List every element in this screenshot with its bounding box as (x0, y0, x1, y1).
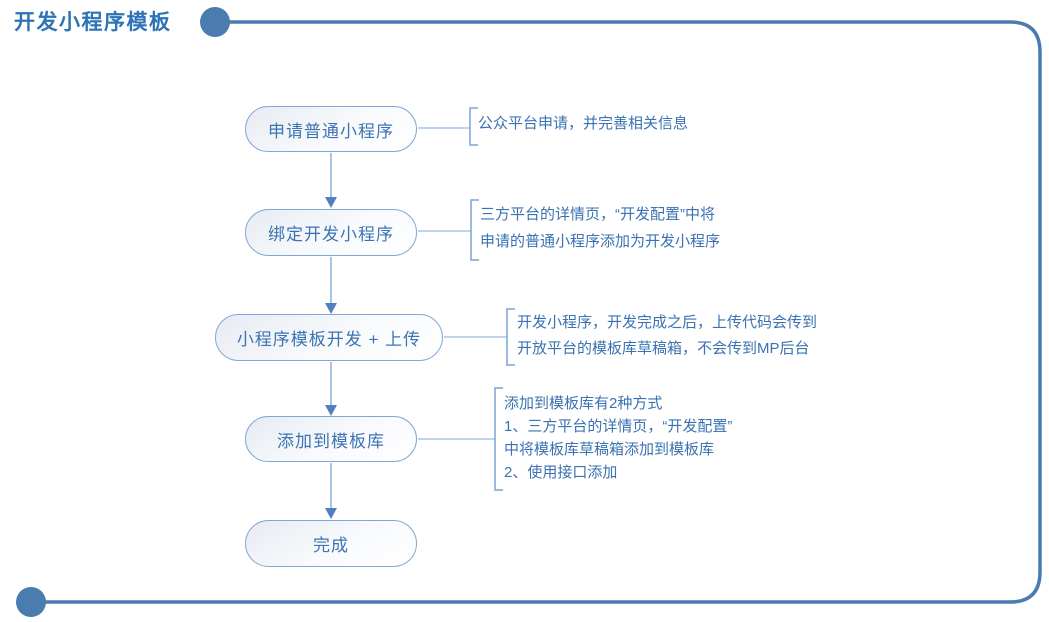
note-bracket (506, 308, 515, 366)
node-label: 申请普通小程序 (268, 121, 394, 141)
arrow-head (325, 508, 337, 519)
note-bind-dev-mini-program: 三方平台的详情页，“开发配置”中将 申请的普通小程序添加为开发小程序 (480, 201, 720, 255)
flow-node-apply-mini-program[interactable]: 申请普通小程序 (245, 106, 417, 152)
note-brackets (469, 107, 515, 491)
end-dot (16, 587, 46, 617)
arrow-head (325, 197, 337, 208)
node-label: 完成 (313, 536, 349, 555)
flow-arrows (325, 153, 337, 519)
note-line: 添加到模板库有2种方式 (504, 395, 663, 412)
note-line: 2、使用接口添加 (504, 464, 618, 481)
note-line: 中将模板库草稿箱添加到模板库 (504, 441, 715, 458)
note-bracket (469, 107, 478, 146)
arrow-head (325, 405, 337, 416)
node-label: 添加到模板库 (277, 431, 385, 451)
note-add-to-template-library: 添加到模板库有2种方式 1、三方平台的详情页，“开发配置” 中将模板库草稿箱添加… (504, 392, 732, 484)
frame-border (44, 20, 1042, 604)
note-apply-mini-program: 公众平台申请，并完善相关信息 (478, 112, 688, 136)
note-line: 公众平台申请，并完善相关信息 (478, 115, 689, 132)
node-label: 绑定开发小程序 (268, 225, 394, 244)
node-label: 小程序模板开发 + 上传 (236, 330, 422, 349)
note-line: 三方平台的详情页，“开发配置”中将 (480, 206, 715, 223)
note-line: 开放平台的模板库草稿箱，不会传到MP后台 (517, 340, 810, 357)
title-dot (200, 7, 230, 37)
note-line: 申请的普通小程序添加为开发小程序 (480, 233, 721, 250)
note-bracket (494, 387, 503, 491)
note-bracket (470, 199, 479, 261)
note-template-develop-upload: 开发小程序，开发完成之后，上传代码会传到 开放平台的模板库草稿箱，不会传到MP后… (517, 310, 817, 362)
note-connectors (418, 127, 507, 440)
flow-node-done[interactable]: 完成 (245, 520, 417, 567)
flow-node-add-to-template-library[interactable]: 添加到模板库 (245, 416, 417, 462)
diagram-title: 开发小程序模板 (14, 11, 172, 34)
note-line: 开发小程序，开发完成之后，上传代码会传到 (517, 314, 818, 331)
flow-node-bind-dev-mini-program[interactable]: 绑定开发小程序 (245, 209, 417, 256)
arrow-head (325, 303, 337, 314)
flow-node-template-develop-upload[interactable]: 小程序模板开发 + 上传 (215, 314, 443, 361)
note-line: 1、三方平台的详情页，“开发配置” (504, 418, 733, 435)
